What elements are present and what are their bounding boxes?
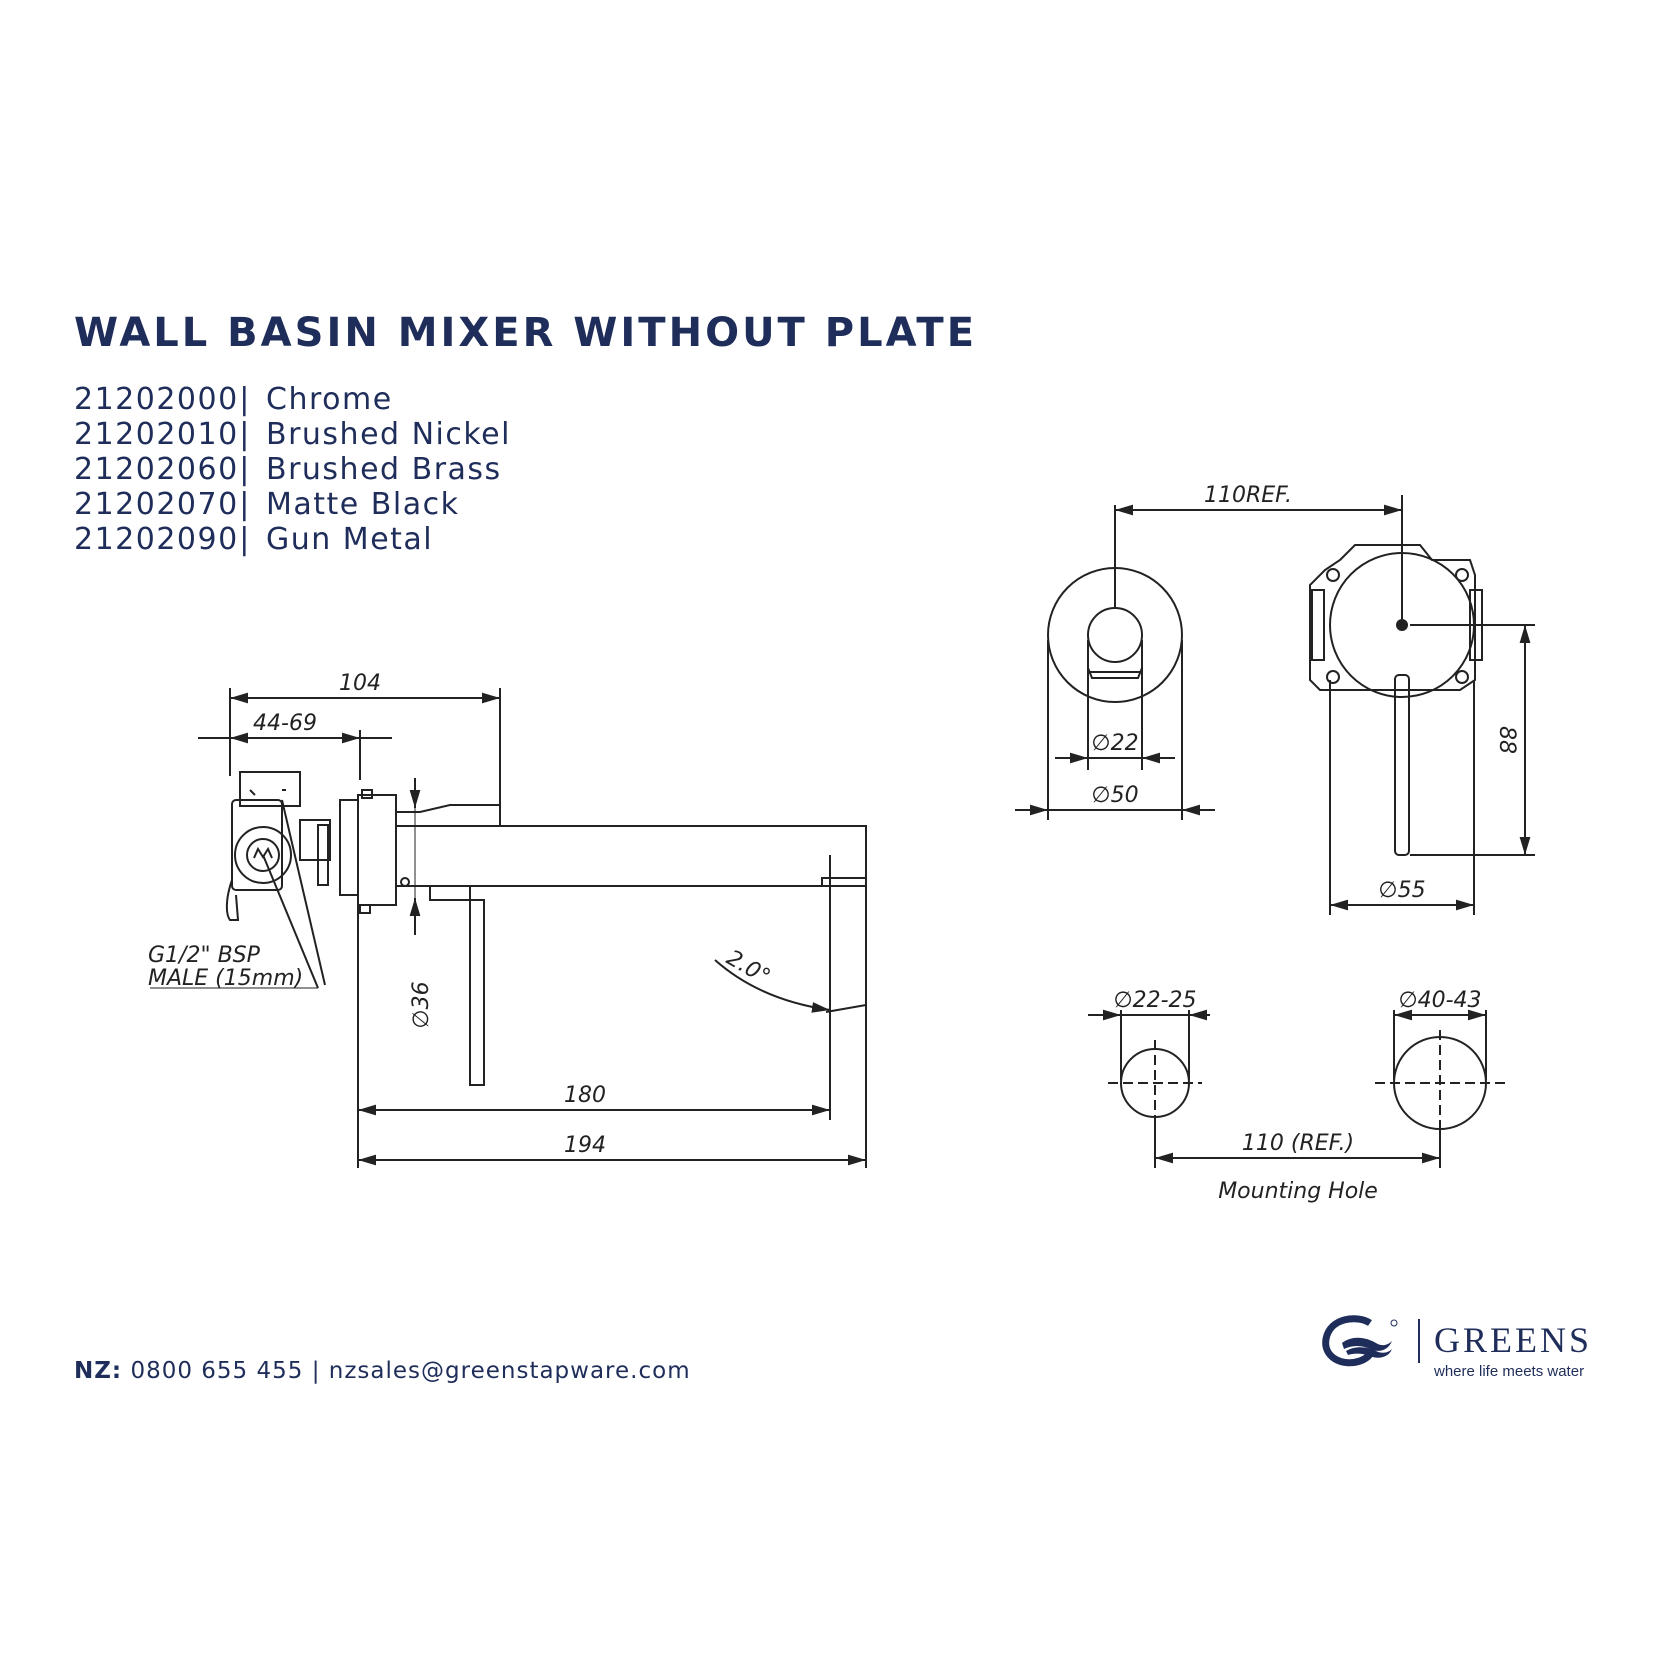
footer-separator: | [311, 1358, 321, 1384]
connection-label-line1: G1/2" BSP [148, 943, 261, 968]
brand-name: GREENS [1434, 1320, 1593, 1360]
variant-row: 21202070| Matte Black [74, 487, 511, 522]
dim-22-25: ∅22-25 [1113, 988, 1196, 1013]
variant-list: 21202000|Chrome 21202010|Brushed Nickel … [74, 382, 511, 557]
side-view [150, 688, 867, 1168]
angle-arc [714, 959, 831, 1013]
variant-separator: | [239, 382, 251, 417]
dim-40-43: ∅40-43 [1398, 988, 1481, 1013]
variant-separator: | [239, 487, 251, 522]
dim-50: ∅50 [1091, 783, 1138, 808]
variant-separator: | [239, 452, 251, 487]
dim-44-69: 44-69 [253, 711, 317, 736]
variant-finish: Brushed Nickel [266, 417, 511, 452]
dim-22: ∅22 [1091, 731, 1138, 756]
page-title: WALL BASIN MIXER WITHOUT PLATE [74, 310, 978, 356]
variant-row: 21202010| Brushed Nickel [74, 417, 511, 452]
mounting-hole-label: Mounting Hole [1218, 1179, 1378, 1204]
variant-row: 21202090| Gun Metal [74, 522, 511, 557]
dim-36: ∅36 [409, 981, 434, 1028]
brand-tagline: where life meets water [1434, 1363, 1585, 1380]
connection-label-line2: MALE (15mm) [148, 966, 303, 991]
email-address: nzsales@greenstapware.com [328, 1358, 691, 1384]
mounting-dim-labels: ∅22-25 ∅40-43 110 (REF.) Mounting Hole [1113, 988, 1481, 1204]
variant-finish: Matte Black [266, 487, 460, 522]
dim-194: 194 [564, 1133, 606, 1158]
front-view-dim-labels: 110REF. ∅22 ∅50 ∅55 88 [1091, 483, 1519, 903]
variant-code: 21202060 [74, 452, 239, 487]
dim-88: 88 [1494, 726, 1519, 754]
variant-row: 21202000| Chrome [74, 382, 511, 417]
variant-code: 21202090 [74, 522, 239, 557]
variant-separator: | [239, 522, 251, 557]
mounting-holes [1088, 1009, 1505, 1168]
variant-finish: Brushed Brass [266, 452, 502, 487]
front-view [1015, 495, 1535, 915]
contact-footer: NZ: 0800 655 455 | nzsales@greenstapware… [74, 1358, 691, 1384]
variant-row: 21202060| Brushed Brass [74, 452, 511, 487]
variant-finish: Chrome [266, 382, 393, 417]
region-label: NZ: [74, 1358, 123, 1384]
dim-180: 180 [564, 1083, 606, 1108]
side-view-dim-labels: 104 44-69 ∅36 2.0° 180 194 G1/2" BSP MAL… [148, 671, 774, 1158]
dim-mount-110: 110 (REF.) [1242, 1131, 1354, 1156]
variant-code: 21202000 [74, 382, 239, 417]
dim-110ref: 110REF. [1204, 483, 1292, 508]
brand-divider [1418, 1319, 1420, 1363]
phone-number: 0800 655 455 [130, 1358, 304, 1384]
brand-block: GREENS where life meets water [1318, 1315, 1618, 1385]
variant-code: 21202010 [74, 417, 239, 452]
variant-code: 21202070 [74, 487, 239, 522]
variant-finish: Gun Metal [266, 522, 434, 557]
dim-55: ∅55 [1378, 878, 1425, 903]
variant-separator: | [239, 417, 251, 452]
greens-logo-icon [1322, 1315, 1398, 1367]
dim-104: 104 [339, 671, 381, 696]
